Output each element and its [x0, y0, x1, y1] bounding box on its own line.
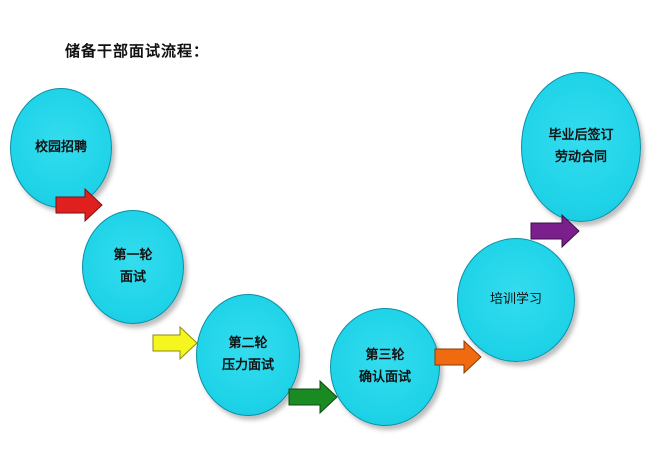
arrow-yellow-shape [152, 325, 198, 361]
step-second-interview: 第二轮 压力面试 [196, 294, 300, 416]
step-label-line1: 第三轮 [365, 348, 405, 363]
arrow-green-shape [288, 379, 338, 415]
step-label-line2: 面试 [119, 270, 146, 285]
step-training: 培训学习 [457, 238, 575, 362]
step-label-line2: 压力面试 [221, 358, 274, 373]
diagram-title: 储备干部面试流程： [65, 42, 210, 60]
step-label-line2: 劳动合同 [554, 150, 607, 165]
arrow-orange-shape [434, 339, 482, 375]
step-campus-recruitment: 校园招聘 [10, 88, 112, 208]
step-label: 培训学习 [489, 292, 542, 307]
arrow-right-icon [152, 325, 198, 361]
step-sign-contract: 毕业后签订 劳动合同 [521, 72, 641, 222]
arrow-red-shape [55, 187, 103, 223]
step-label-line1: 第二轮 [228, 336, 268, 351]
step-label-line1: 第一轮 [113, 248, 153, 263]
arrow-right-icon [530, 213, 580, 249]
arrow-right-icon [55, 187, 103, 223]
step-first-interview: 第一轮 面试 [82, 210, 184, 324]
arrow-purple-shape [530, 213, 580, 249]
step-label-line1: 毕业后签订 [548, 128, 614, 143]
arrow-right-icon [434, 339, 482, 375]
step-label: 校园招聘 [34, 140, 87, 155]
step-label-line2: 确认面试 [358, 370, 411, 385]
arrow-right-icon [288, 379, 338, 415]
step-third-interview: 第三轮 确认面试 [330, 308, 440, 426]
